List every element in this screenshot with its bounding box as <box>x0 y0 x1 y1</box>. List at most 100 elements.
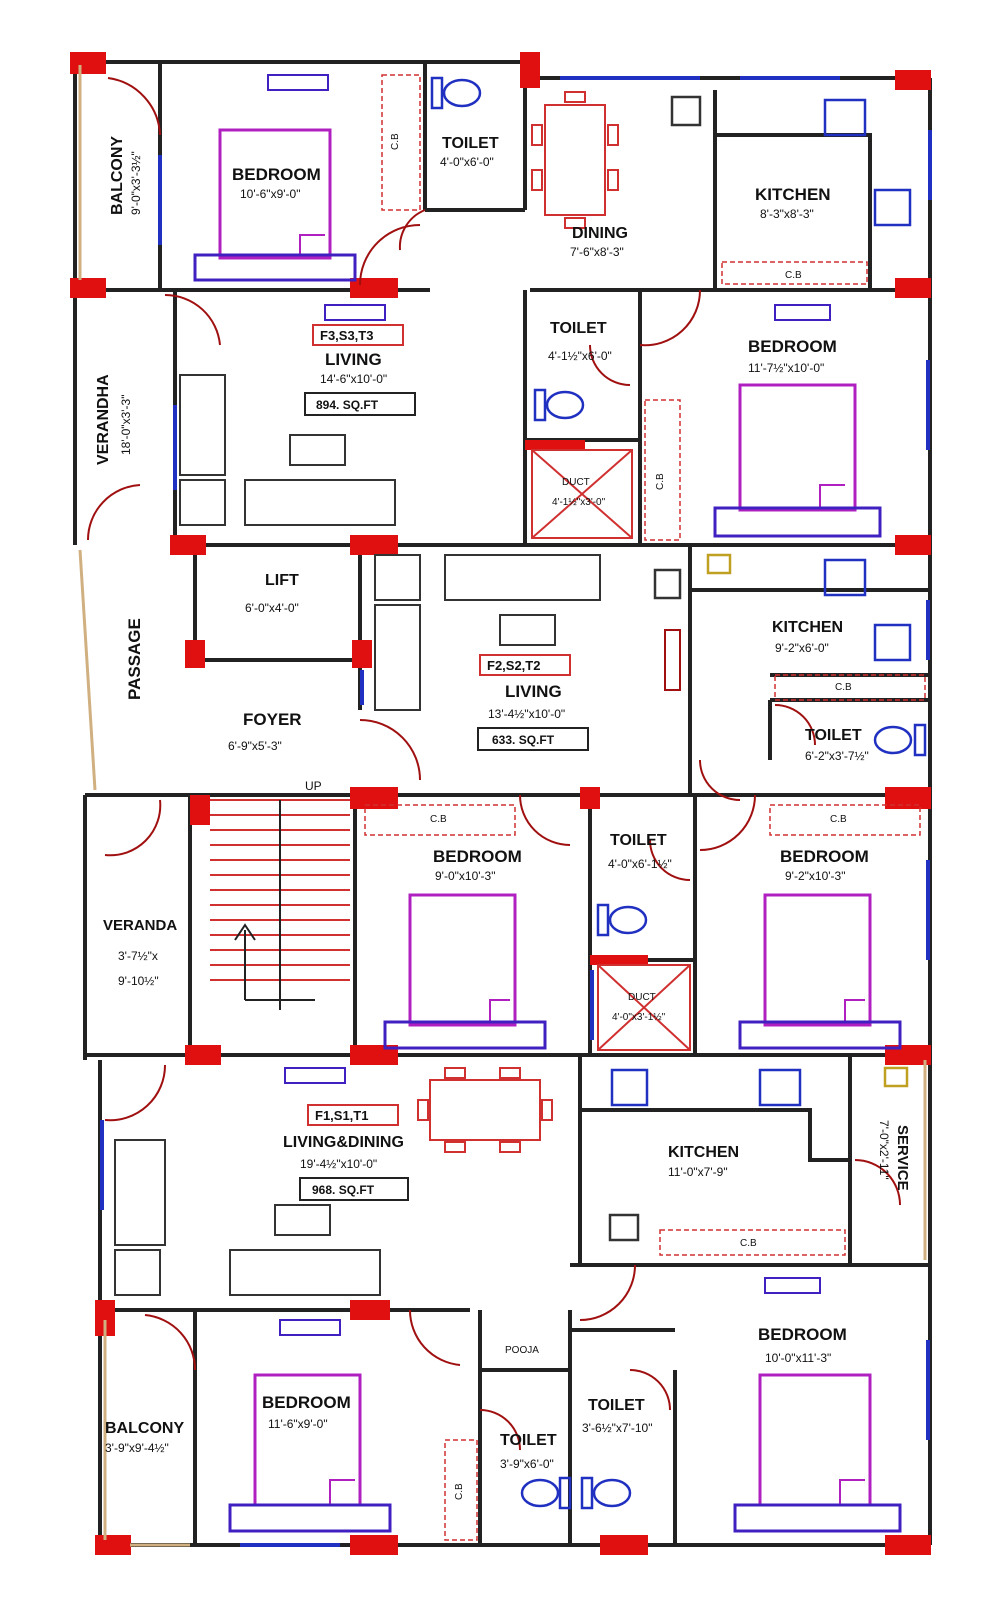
room-size: 11'-7½"x10'-0" <box>748 361 824 375</box>
room-size: 6'-0"x4'-0" <box>245 601 299 615</box>
dining-chair <box>607 169 619 191</box>
stair-up-label: UP <box>305 779 322 793</box>
room-size: 3'-7½"x <box>118 949 158 963</box>
sofa-side <box>179 374 226 476</box>
room-name: BEDROOM <box>262 1393 351 1412</box>
dining-chair <box>499 1067 521 1079</box>
bed-pillow-icon <box>299 234 325 258</box>
room-size: 3'-9"x9'-4½" <box>105 1441 169 1455</box>
tv-unit <box>279 1319 341 1336</box>
room-name: TOILET <box>610 832 667 849</box>
fridge-icon <box>653 568 682 600</box>
area-label: 894. SQ.FT <box>316 398 379 412</box>
room-name: BEDROOM <box>433 847 522 866</box>
column <box>885 787 931 809</box>
room-size: 9'-2"x6'-0" <box>775 641 829 655</box>
room-size: 4'-0"x3'-1½" <box>612 1012 666 1023</box>
bed-base <box>193 253 357 282</box>
room-name: BALCONY <box>105 1420 184 1437</box>
room-size: 13'-4½"x10'-0" <box>488 707 565 721</box>
dining-chair <box>444 1067 466 1079</box>
door-toilet-bottom <box>479 1409 521 1451</box>
room-size: 9'-0"x10'-3" <box>435 869 495 883</box>
sink-icon <box>873 623 912 662</box>
wc-icon <box>580 1476 632 1510</box>
windows <box>100 76 932 1547</box>
bed-base <box>383 1020 547 1050</box>
door-bedroom-mid-right <box>699 794 756 851</box>
stove-icon <box>823 98 867 137</box>
dining-table <box>544 104 606 216</box>
bed-mid-left <box>383 893 547 1050</box>
stove-icon <box>823 558 867 597</box>
unit-tag-box <box>479 654 571 676</box>
room-size: 11'-0"x7'-9" <box>668 1165 728 1179</box>
wall-row5 <box>100 1263 930 1312</box>
room-name: DINING <box>572 225 628 242</box>
bed-pillow-icon <box>844 999 865 1025</box>
room-name: POOJA <box>505 1345 539 1356</box>
room-size: 9'-0"x3'-3½" <box>129 151 143 215</box>
room-name: LIVING <box>325 350 382 369</box>
wall-lift <box>193 545 362 662</box>
door-veranda-mid <box>104 799 162 857</box>
column <box>70 278 106 298</box>
column <box>895 535 931 555</box>
fixtures <box>430 76 927 1510</box>
column <box>350 1045 398 1065</box>
bed-frame <box>738 383 857 512</box>
dining-chair <box>541 1099 553 1121</box>
fridge-icon <box>608 1213 640 1242</box>
cb-label: C.B <box>390 133 401 150</box>
column <box>895 70 931 90</box>
sofa-side <box>374 604 421 711</box>
sink-icon <box>610 1068 649 1107</box>
ducts <box>531 449 691 1051</box>
tv-unit <box>764 1277 821 1294</box>
column <box>70 52 106 74</box>
column <box>350 787 398 809</box>
cb-shelf <box>769 804 921 836</box>
room-name: KITCHEN <box>755 185 831 204</box>
cb-shelf <box>444 1439 478 1541</box>
room-size: 10'-6"x9'-0" <box>240 187 300 201</box>
room-size: 4'-0"x6'-1½" <box>608 857 672 871</box>
door-bedroom-bottom-left <box>408 1309 461 1366</box>
sink-icon <box>873 188 912 227</box>
column <box>590 955 648 965</box>
wall-kitchen-inner <box>715 133 872 290</box>
room-name: BEDROOM <box>232 165 321 184</box>
room-name: DUCT <box>562 477 590 488</box>
room-name: DUCT <box>628 992 656 1003</box>
room-size: 10'-0"x11'-3" <box>765 1351 831 1365</box>
wall-pooja <box>480 1310 572 1372</box>
room-size: 7'-6"x8'-3" <box>570 245 624 259</box>
door-bedroom-top <box>359 224 421 286</box>
column <box>190 795 210 825</box>
bed-base <box>738 1020 902 1050</box>
room-size: 6'-2"x3'-7½" <box>805 749 869 763</box>
coffee-table <box>289 434 346 466</box>
room-size: 6'-9"x5'-3" <box>228 739 282 753</box>
furniture <box>114 74 831 1336</box>
duct-mid-cross <box>597 964 691 1051</box>
column <box>885 1535 931 1555</box>
cb-shelf <box>381 74 421 211</box>
room-name: VERANDHA <box>95 374 112 465</box>
railing <box>78 549 97 791</box>
area-box <box>299 1177 409 1201</box>
room-name: BEDROOM <box>780 847 869 866</box>
room-size: 11'-6"x9'-0" <box>268 1417 328 1431</box>
wc-icon <box>596 903 648 937</box>
chair <box>374 554 421 601</box>
column <box>600 1535 648 1555</box>
column <box>350 535 398 555</box>
bed-pillow-icon <box>839 1479 865 1505</box>
bed-top-left <box>193 128 357 282</box>
door-kitchen-mid <box>699 759 741 801</box>
bed-mid-right <box>738 893 902 1050</box>
tv-unit <box>774 304 831 321</box>
washer-icon <box>883 1066 909 1088</box>
room-size: 3'-9"x6'-0" <box>500 1457 554 1471</box>
doors <box>86 77 901 1451</box>
